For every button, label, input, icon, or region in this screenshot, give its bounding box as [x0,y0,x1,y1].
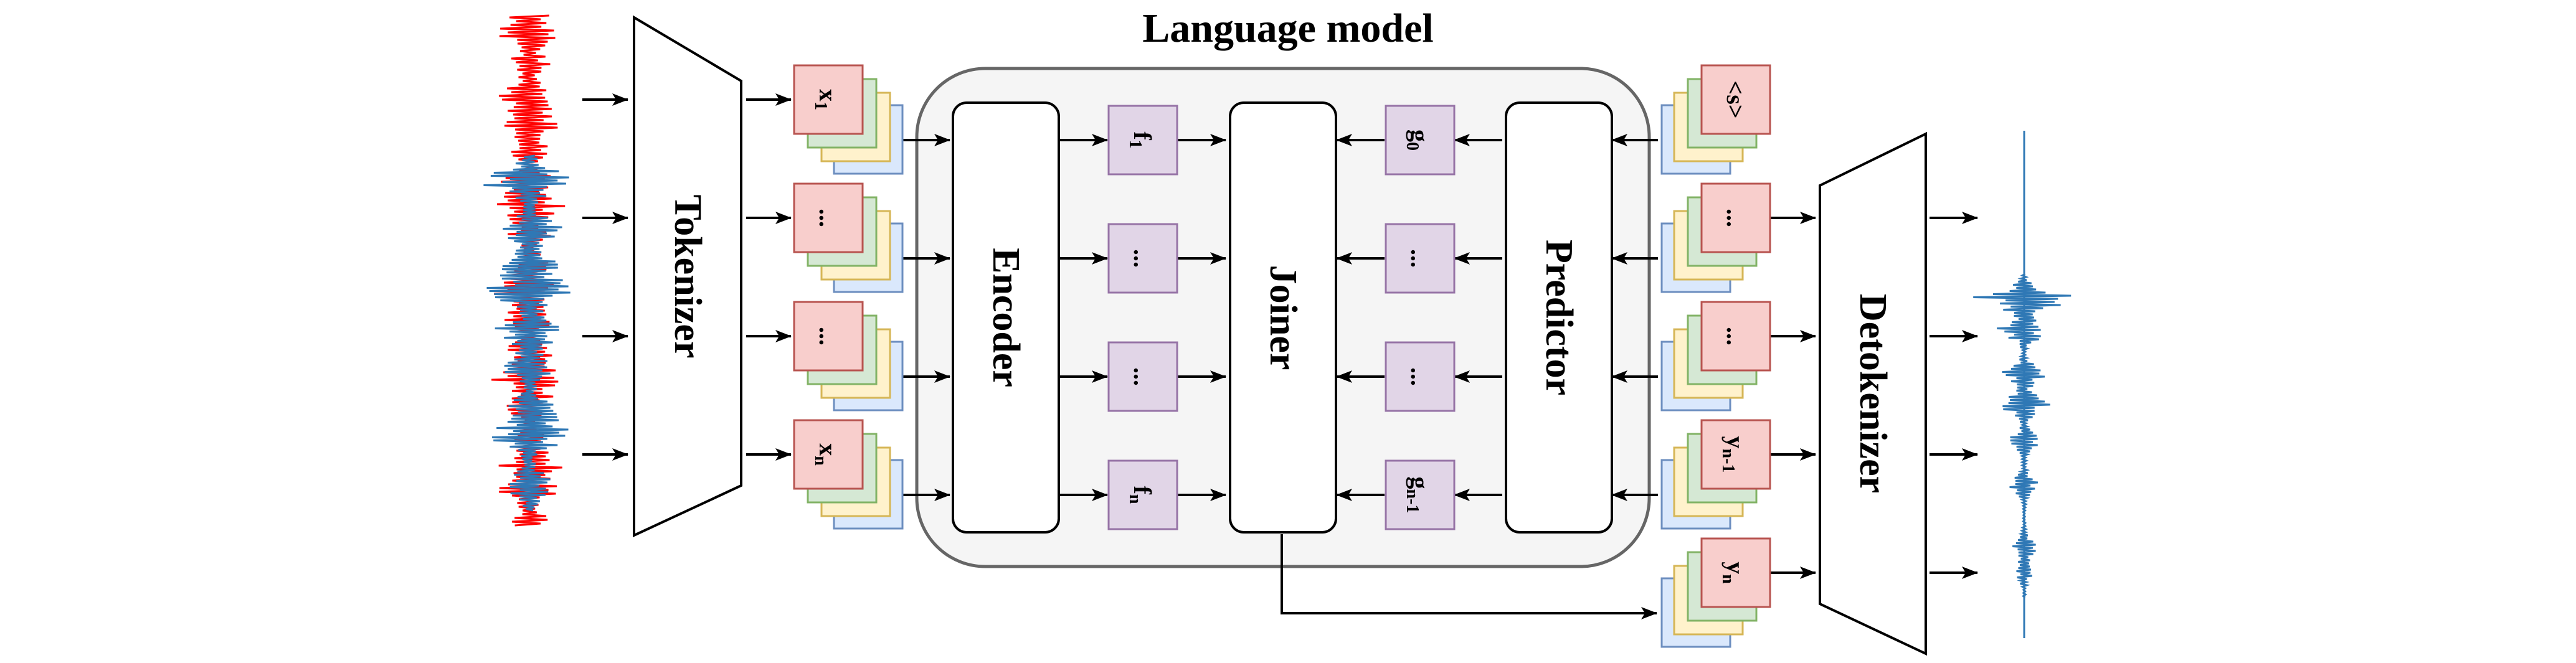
output-token-stack-4: yn-1 [1660,419,1771,530]
token-layer-red [1700,182,1771,253]
purple-box-label: f1 [1126,131,1157,148]
joiner-block-label: Joiner [1262,265,1304,370]
predictor-block-label: Predictor [1538,240,1580,395]
detokenizer-block-shape [1819,131,1927,656]
purple-box [1107,341,1178,412]
input-waveform-blue [483,154,571,512]
arrows [582,93,1978,619]
input-token-stack-4: xn [793,419,904,530]
purple-box [1385,105,1456,176]
output-waveform-blue [1973,273,2072,599]
joiner-block: Joiner [1229,101,1337,534]
purple-box [1107,459,1178,530]
encoder-block-label: Encoder [985,248,1027,387]
purple-box-label: fn [1126,486,1157,504]
output-token-stack-3: ... [1660,301,1771,411]
predictor-output-3: ... [1385,341,1456,412]
token-layer-red [1700,301,1771,372]
purple-box-label: gn-1 [1403,477,1434,514]
purple-box-label: ... [1129,249,1157,268]
token-layer-red [793,419,864,490]
purple-box-label: g0 [1403,129,1434,151]
token-label: ... [815,327,843,346]
encoder-output-3: ... [1107,341,1178,412]
arrow-joiner-to-yn [1281,534,1657,619]
token-layer-red [1700,64,1771,135]
purple-box [1385,223,1456,294]
purple-box [1107,223,1178,294]
detokenizer-block-label: Detokenizer [1852,294,1894,493]
encoder-output-4: fn [1107,459,1178,530]
predictor-block: Predictor [1505,101,1613,534]
encoder-output-1: f1 [1107,105,1178,176]
tokenizer-block: Tokenizer [633,15,742,538]
joiner-block-shape [1229,101,1337,534]
purple-box-label: ... [1406,249,1434,268]
predictor-output-2: ... [1385,223,1456,294]
token-label: yn [1719,562,1750,584]
token-layer-red [793,182,864,253]
output-token-stack-2: ... [1660,182,1771,293]
token-label: xn [812,443,843,466]
token-label: ... [1722,209,1750,227]
tokenizer-block-shape [633,15,742,538]
token-layer-red [1700,419,1771,490]
token-label: <s> [1722,80,1750,118]
input-token-stack-1: x1 [793,64,904,175]
purple-box [1385,341,1456,412]
purple-box [1385,459,1456,530]
predictor-block-shape [1505,101,1613,534]
input-token-stack-3: ... [793,301,904,411]
input-token-stack-2: ... [793,182,904,293]
token-layer-red [793,301,864,372]
purple-box-label: ... [1406,367,1434,386]
encoder-block-shape [952,101,1060,534]
tokenizer-block-label: Tokenizer [666,195,709,359]
token-layer-red [793,64,864,135]
predictor-output-4: gn-1 [1385,459,1456,530]
token-label: ... [815,209,843,227]
token-layer-red [1700,537,1771,608]
purple-box-label: ... [1129,367,1157,386]
encoder-output-2: ... [1107,223,1178,294]
purple-box [1107,105,1178,176]
token-label: x1 [812,89,843,110]
token-label: ... [1722,327,1750,346]
output-token-stack-5: yn [1660,537,1771,648]
detokenizer-block: Detokenizer [1819,131,1927,656]
output-token-stack-1: <s> [1660,64,1771,175]
encoder-block: Encoder [952,101,1060,534]
predictor-output-1: g0 [1385,105,1456,176]
waveforms [483,14,2072,638]
token-stacks: x1...... xn <s>...... yn-1 yn f1...... fn g0...… [793,64,1771,648]
token-label: yn-1 [1719,436,1750,473]
